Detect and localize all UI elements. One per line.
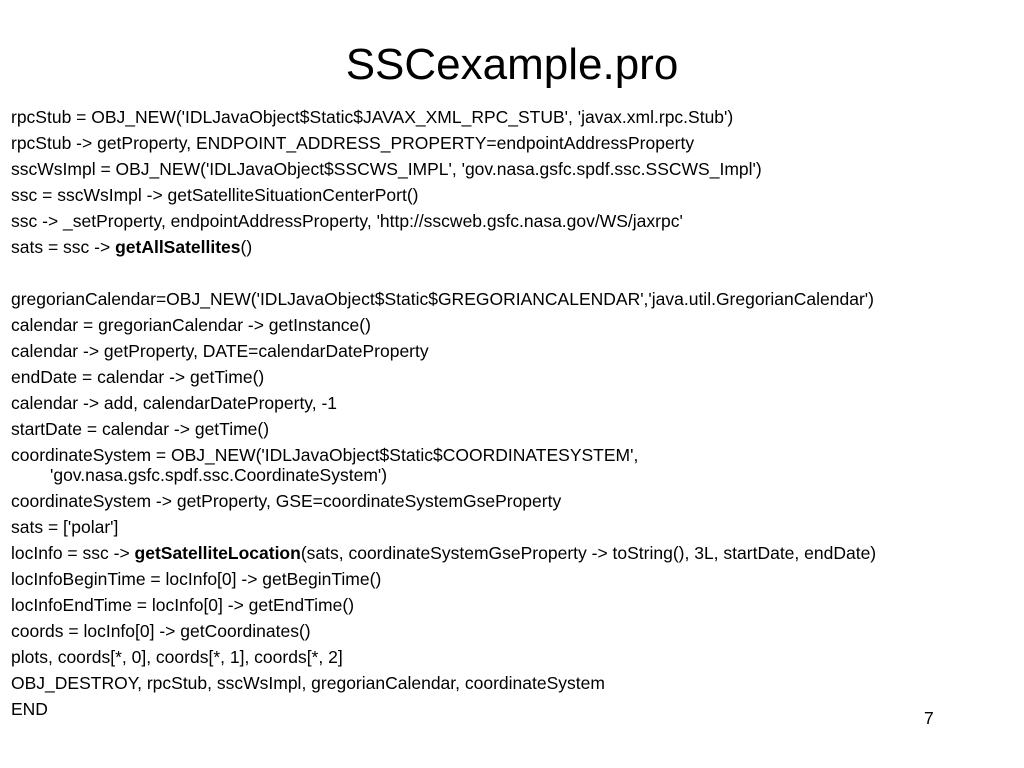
- slide-title: SSCexample.pro: [345, 40, 679, 89]
- code-line: sscWsImpl = OBJ_NEW('IDLJavaObject$SSCWS…: [11, 159, 762, 179]
- code-line: startDate = calendar -> getTime(): [11, 419, 270, 439]
- slide-number: 7: [924, 708, 934, 728]
- code-line: calendar -> getProperty, DATE=calendarDa…: [11, 341, 429, 361]
- code-line: sats = ['polar']: [11, 517, 119, 537]
- code-line: ssc = sscWsImpl -> getSatelliteSituation…: [11, 185, 419, 205]
- method-name-highlight: getSatelliteLocation: [134, 543, 301, 563]
- code-text: (sats, coordinateSystemGseProperty -> to…: [300, 543, 877, 563]
- code-text: (): [240, 237, 253, 257]
- method-name-highlight: getAllSatellites: [115, 237, 241, 257]
- code-line: locInfoEndTime = locInfo[0] -> getEndTim…: [11, 595, 355, 615]
- code-line-wrapped: coordinateSystem = OBJ_NEW('IDLJavaObjec…: [11, 442, 1011, 488]
- code-line: calendar -> add, calendarDateProperty, -…: [11, 393, 338, 413]
- code-text-continuation: 'gov.nasa.gsfc.spdf.ssc.CoordinateSystem…: [50, 465, 388, 485]
- code-line: OBJ_DESTROY, rpcStub, sscWsImpl, gregori…: [11, 673, 605, 693]
- code-line: calendar = gregorianCalendar -> getInsta…: [11, 315, 371, 335]
- code-line: sats = ssc -> getAllSatellites(): [11, 234, 1011, 260]
- code-line: plots, coords[*, 0], coords[*, 1], coord…: [11, 647, 343, 667]
- code-line: ssc -> _setProperty, endpointAddressProp…: [11, 211, 683, 231]
- code-line: locInfoBeginTime = locInfo[0] -> getBegi…: [11, 569, 382, 589]
- code-line: gregorianCalendar=OBJ_NEW('IDLJavaObject…: [11, 289, 874, 309]
- blank-line: [11, 260, 1011, 286]
- code-text: locInfo = ssc ->: [11, 543, 135, 563]
- code-text: coordinateSystem = OBJ_NEW('IDLJavaObjec…: [11, 445, 639, 465]
- code-line: END: [11, 699, 48, 719]
- code-line: rpcStub -> getProperty, ENDPOINT_ADDRESS…: [11, 133, 695, 153]
- code-line: locInfo = ssc -> getSatelliteLocation(sa…: [11, 540, 1011, 566]
- code-text: sats = ssc ->: [11, 237, 116, 257]
- code-block: rpcStub = OBJ_NEW('IDLJavaObject$Static$…: [11, 104, 1011, 722]
- code-line: rpcStub = OBJ_NEW('IDLJavaObject$Static$…: [11, 107, 734, 127]
- code-line: endDate = calendar -> getTime(): [11, 367, 265, 387]
- code-line: coordinateSystem -> getProperty, GSE=coo…: [11, 491, 562, 511]
- code-line: coords = locInfo[0] -> getCoordinates(): [11, 621, 311, 641]
